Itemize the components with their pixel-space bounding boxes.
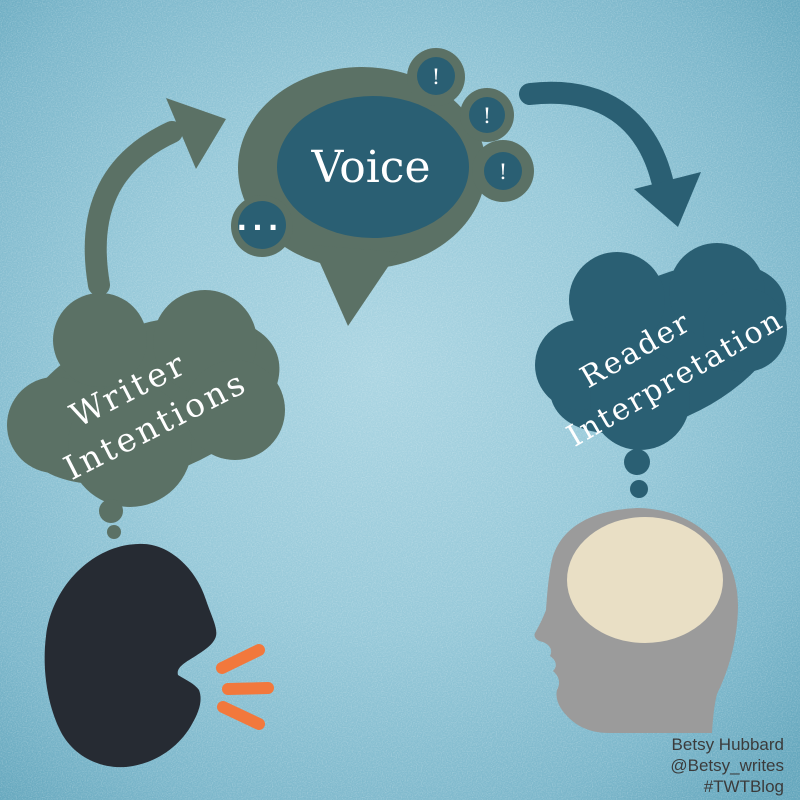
brain-icon [567,517,723,643]
reader-thought-dot-large [624,449,650,475]
exclamation-circle-2 [469,97,505,133]
writer-thought-dot-large [99,499,123,523]
writer-to-voice-arrow [84,98,226,296]
reader-thought-cloud: Reader Interpretation [535,243,789,498]
speech-lines-icon [216,644,274,730]
voice-bubble-tail [312,245,398,326]
writer-thought-dot-small [107,525,121,539]
speech-line-middle [222,682,274,695]
credit-hashtag: #TWTBlog [704,777,784,796]
voice-label: Voice [311,142,431,193]
reader-cloud-shape [535,243,787,450]
exclamation-mark-3: ! [499,160,507,184]
voice-speech-bubble: Voice ! ! ! ... [231,48,534,326]
exclamation-bubbles: ! ! ! [417,57,522,190]
speech-line-bottom [217,701,265,730]
exclamation-circle-3 [484,152,522,190]
writer-to-voice-arrowhead-icon [166,98,226,169]
writer-cloud-shape [7,290,285,507]
credit-block: Betsy Hubbard @Betsy_writes #TWTBlog [670,735,784,796]
voice-to-reader-arrow-shaft [519,81,673,191]
exclamation-mark-1: ! [432,65,440,89]
speaker-head-silhouette [44,543,217,768]
voice-bubble-inner-ellipse [277,96,469,238]
voice-to-reader-arrow [519,81,701,227]
credit-author: Betsy Hubbard [672,735,784,754]
reader-thought-dot-small [630,480,648,498]
speech-line-top [216,644,265,674]
ellipsis-circle [238,201,286,249]
writer-thought-cloud: Writer Intentions [7,290,285,539]
writer-to-voice-arrow-shaft [84,121,183,296]
reader-figure [534,508,738,733]
exclamation-mark-2: ! [483,104,491,128]
ellipsis-text: ... [237,204,284,237]
exclamation-circle-1 [417,57,455,95]
speaker-figure [44,543,274,768]
ellipsis-bubble: ... [237,201,286,249]
voice-to-reader-arrowhead-icon [634,172,701,227]
credit-handle: @Betsy_writes [670,756,784,775]
